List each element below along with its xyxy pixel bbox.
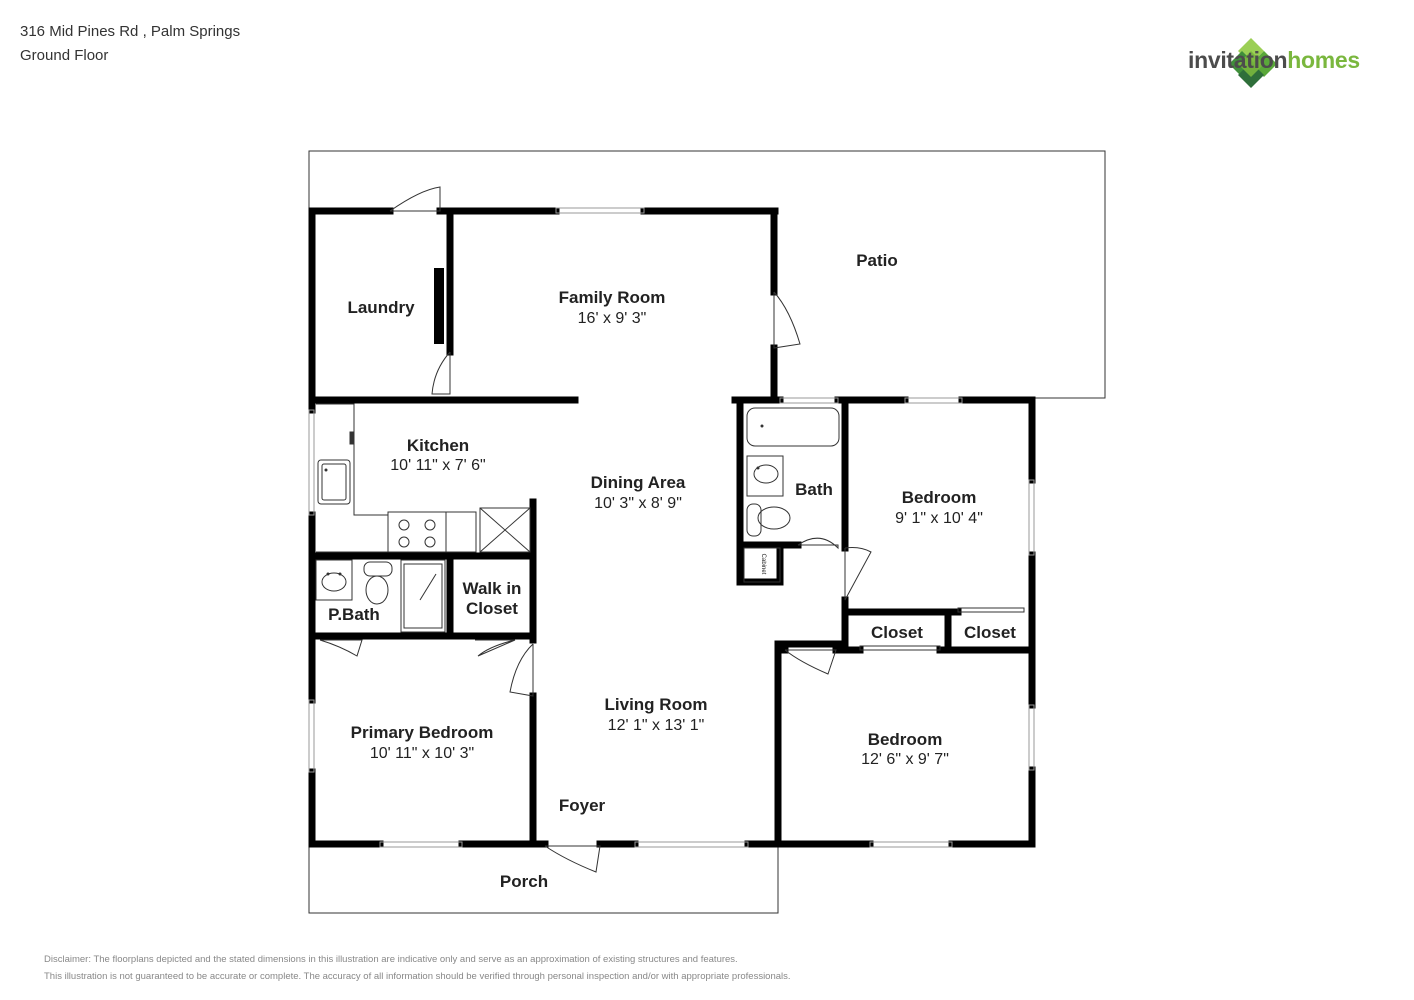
room-dims-kitchen: 10' 11" x 7' 6"	[390, 457, 485, 474]
room-label-closet-1: Closet	[871, 623, 923, 642]
room-label-bath: Bath	[795, 480, 833, 499]
room-dims-family-room: 16' x 9' 3"	[578, 310, 647, 327]
brand-name-part2: homes	[1287, 47, 1360, 73]
property-address: 316 Mid Pines Rd , Palm Springs	[20, 23, 241, 40]
room-label-closet-2: Closet	[964, 623, 1016, 642]
room-label-cabinet: Cabinet	[760, 554, 766, 575]
brand-name-part1: invitation	[1188, 47, 1288, 73]
room-label-laundry: Laundry	[347, 298, 415, 317]
room-label-p-bath: P.Bath	[328, 605, 380, 624]
room-label-primary-bedroom: Primary Bedroom	[351, 723, 494, 742]
room-label-foyer: Foyer	[559, 796, 606, 815]
disclaimer-line-1: Disclaimer: The floorplans depicted and …	[44, 954, 738, 965]
room-label-kitchen: Kitchen	[407, 436, 469, 455]
room-label-porch: Porch	[500, 872, 548, 891]
room-label-family-room: Family Room	[559, 288, 666, 307]
room-label-dining-area: Dining Area	[591, 473, 686, 492]
room-label-walk-in-closet-line2: Closet	[466, 599, 518, 618]
brand-wordmark: invitationhomes	[1188, 47, 1360, 74]
room-label-patio: Patio	[856, 251, 898, 270]
room-dims-bedroom-ne: 9' 1" x 10' 4"	[895, 510, 983, 527]
room-dims-primary-bedroom: 10' 11" x 10' 3"	[370, 745, 474, 762]
room-dims-dining-area: 10' 3" x 8' 9"	[594, 495, 682, 512]
room-label-bedroom-ne: Bedroom	[902, 488, 977, 507]
invitation-homes-logo-icon	[1229, 38, 1277, 88]
room-label-walk-in-closet-line1: Walk in	[463, 579, 522, 598]
room-label-living-room: Living Room	[605, 695, 708, 714]
disclaimer-line-2: This illustration is not guaranteed to b…	[44, 971, 791, 982]
room-dims-bedroom-se: 12' 6" x 9' 7"	[861, 751, 949, 768]
room-dims-living-room: 12' 1" x 13' 1"	[608, 717, 705, 734]
room-label-bedroom-se: Bedroom	[868, 730, 943, 749]
floor-label: Ground Floor	[20, 47, 109, 64]
